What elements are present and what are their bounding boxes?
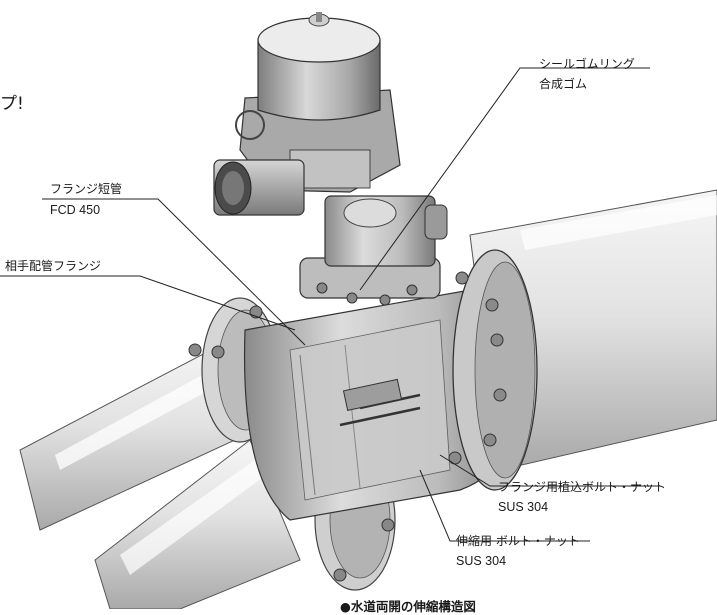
label-embedded-bolt-material: SUS 304 [498,500,549,514]
label-mating-flange: 相手配管フランジ [5,259,102,273]
label-embedded-bolt: フランジ用植込ボルト・ナット [498,480,667,494]
actuator-cap [257,12,381,121]
label-seal-ring: シールゴムリング [539,57,635,71]
motor [213,159,305,216]
leader-lines [0,67,660,542]
label-seal-material: 合成ゴム [539,77,588,91]
valve-flange-right [448,249,538,491]
label-flange-short: フランジ短管 [50,182,123,196]
label-expansion-bolt: 伸縮用 ボルト・ナット [456,534,580,548]
partial-heading-fragment: プ! [0,94,24,114]
label-flange-short-material: FCD 450 [50,203,101,217]
pipe-left-lower [94,439,301,609]
diagram-caption: ●水道両開の伸縮構造図 [340,599,476,614]
stem-yoke [299,195,448,306]
label-expansion-bolt-material: SUS 304 [456,554,507,568]
expansion-bolts [339,378,421,427]
